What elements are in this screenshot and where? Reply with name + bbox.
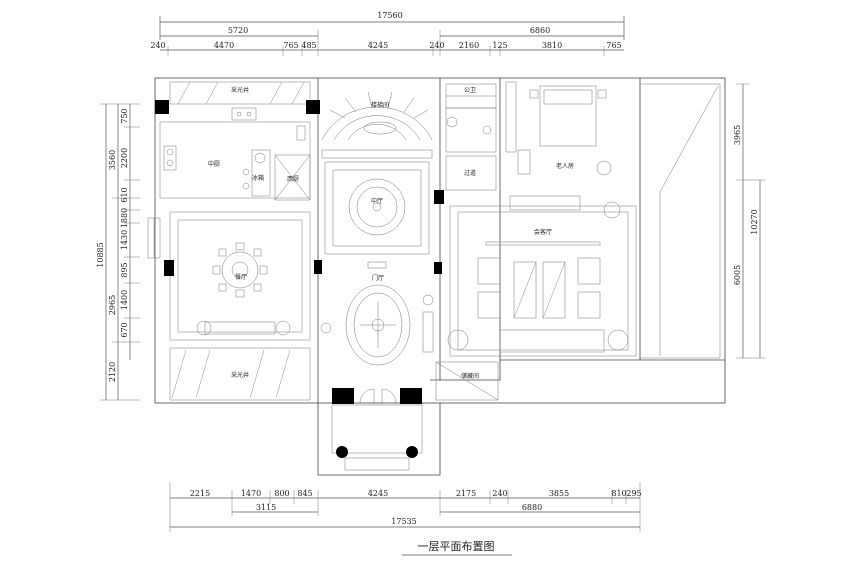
left-dimension-lines xyxy=(100,103,140,401)
dim-bottom-seg: 3855 xyxy=(549,489,569,498)
bathroom xyxy=(445,83,497,153)
dim-bottom-overall: 17535 xyxy=(391,517,416,526)
label-western-kitchen: 西厨 xyxy=(287,176,299,183)
dim-top-seg: 2160 xyxy=(459,41,479,50)
right-dimension-lines xyxy=(736,83,766,359)
storage-room xyxy=(435,361,499,401)
dim-top-overall: 17560 xyxy=(377,11,402,20)
stairwell xyxy=(321,91,433,159)
dim-left-seg: 1400 xyxy=(120,290,129,310)
label-bottom-sunroom: 采光井 xyxy=(231,371,249,379)
dim-left-seg: 670 xyxy=(120,322,129,337)
label-dining: 餐厅 xyxy=(235,273,247,281)
elderly-bedroom xyxy=(505,81,612,176)
label-top-sunroom: 采光井 xyxy=(231,86,249,94)
label-stairwell: 楼梯间 xyxy=(371,101,389,109)
dim-top-seg: 240 xyxy=(150,41,165,50)
label-corridor: 过道 xyxy=(464,169,476,177)
foyer xyxy=(320,284,434,404)
label-elderly-room: 老人房 xyxy=(556,162,574,170)
dim-right-overall: 10270 xyxy=(750,209,759,234)
dim-bottom-seg: 295 xyxy=(626,489,641,498)
label-kitchen: 中厨 xyxy=(208,160,220,168)
label-foyer: 门厅 xyxy=(372,274,384,282)
dim-bottom-seg: 810 xyxy=(611,489,626,498)
dim-left-seg: 1880 xyxy=(120,208,129,228)
structural-columns xyxy=(155,100,444,404)
dim-left-seg: 750 xyxy=(120,108,129,123)
dim-bottom-right-group: 6880 xyxy=(522,503,542,512)
dim-left-seg: 610 xyxy=(120,187,129,202)
living-room xyxy=(447,195,637,357)
dim-top-seg: 125 xyxy=(492,41,507,50)
dim-bottom-seg: 4245 xyxy=(368,489,388,498)
dim-top-seg: 4245 xyxy=(368,41,388,50)
dim-top-seg: 3810 xyxy=(542,41,562,50)
top-dimension-lines xyxy=(159,16,625,56)
dim-top-seg: 765 xyxy=(283,41,298,50)
exterior-walls xyxy=(154,77,726,476)
label-storage: 储藏间 xyxy=(461,372,479,380)
western-kitchen xyxy=(274,154,311,201)
dim-bottom-seg: 2215 xyxy=(190,489,210,498)
dim-top-right-group: 6860 xyxy=(530,26,550,35)
right-terrace xyxy=(640,83,721,359)
dim-top-left-group: 5720 xyxy=(228,26,248,35)
dim-left-group: 2120 xyxy=(108,362,117,382)
kitchen xyxy=(159,107,311,199)
label-bathroom: 公卫 xyxy=(464,87,476,94)
dim-bottom-left-group: 3115 xyxy=(256,503,276,512)
dim-top-seg: 240 xyxy=(429,41,444,50)
dim-left-seg: 895 xyxy=(120,262,129,277)
dim-bottom-seg: 845 xyxy=(297,489,312,498)
entry-porch xyxy=(331,404,423,471)
dim-left-overall: 10885 xyxy=(96,242,105,267)
dim-bottom-seg: 2175 xyxy=(456,489,476,498)
top-sunroom xyxy=(169,81,311,105)
dim-right-seg: 6005 xyxy=(733,265,742,285)
middle-hall xyxy=(324,161,430,269)
bottom-dimension-lines xyxy=(169,482,641,532)
dim-bottom-seg: 800 xyxy=(274,489,289,498)
drawing-title: 一层平面布置图 xyxy=(418,540,495,553)
dim-left-group: 3560 xyxy=(108,150,117,170)
label-living-room: 会客厅 xyxy=(534,228,552,236)
label-pantry: 冰箱 xyxy=(252,174,264,182)
dim-top-seg: 485 xyxy=(301,41,316,50)
dim-right-seg: 3965 xyxy=(733,125,742,145)
dim-top-seg: 4470 xyxy=(214,41,234,50)
label-middle-hall: 中厅 xyxy=(371,197,383,205)
corridor-area xyxy=(445,155,497,191)
dim-bottom-seg: 240 xyxy=(492,489,507,498)
dim-top-seg: 765 xyxy=(606,41,621,50)
dim-left-seg: 2200 xyxy=(120,148,129,168)
dim-left-seg: 1430 xyxy=(120,230,129,250)
bottom-sunroom xyxy=(169,347,311,401)
dim-bottom-seg: 1470 xyxy=(241,489,261,498)
dim-left-group: 2965 xyxy=(108,295,117,315)
